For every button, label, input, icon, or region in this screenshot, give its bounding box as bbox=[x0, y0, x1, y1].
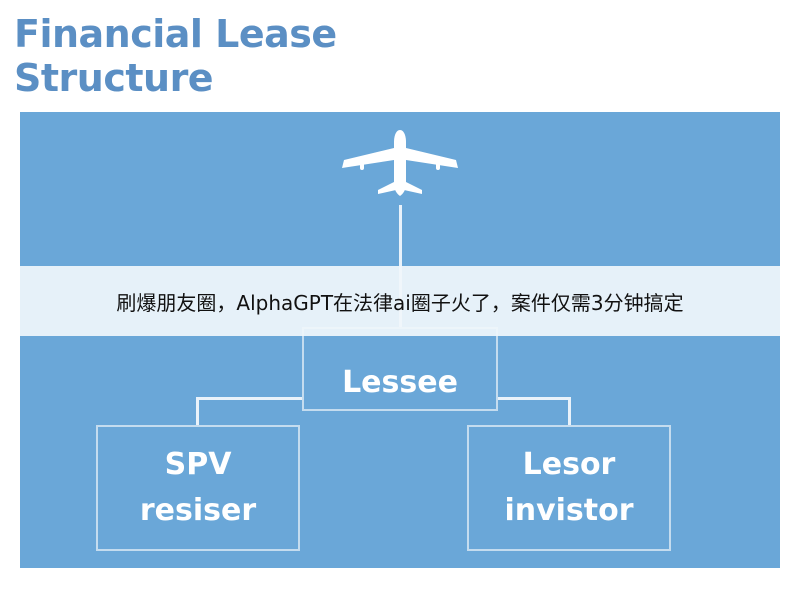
title-line-1: Financial Lease bbox=[14, 12, 337, 56]
node-lessee: Lessee bbox=[302, 327, 498, 411]
connector-left-drop bbox=[196, 397, 199, 425]
airplane-icon bbox=[342, 130, 458, 196]
node-lesor-line-2: invistor bbox=[504, 493, 634, 528]
title-line-2: Structure bbox=[14, 56, 214, 100]
diagram-panel: Lessee SPV resiser Lesor invistor bbox=[20, 112, 780, 568]
node-lesor-line-1: Lesor bbox=[522, 447, 616, 482]
connector-lessee-left bbox=[196, 397, 302, 400]
connector-lessee-right bbox=[498, 397, 568, 400]
node-lessee-label: Lessee bbox=[342, 365, 458, 400]
node-spv-line-2: resiser bbox=[139, 493, 257, 528]
connector-right-drop bbox=[568, 397, 571, 425]
overlay-banner[interactable]: 刷爆朋友圈，AlphaGPT在法律ai圈子火了，案件仅需3分钟搞定 bbox=[20, 266, 780, 336]
node-spv: SPV resiser bbox=[96, 425, 300, 551]
overlay-banner-text: 刷爆朋友圈，AlphaGPT在法律ai圈子火了，案件仅需3分钟搞定 bbox=[116, 290, 684, 315]
page-title: Financial Lease Structure bbox=[14, 12, 337, 100]
node-lesor: Lesor invistor bbox=[467, 425, 671, 551]
node-spv-line-1: SPV bbox=[164, 447, 232, 482]
